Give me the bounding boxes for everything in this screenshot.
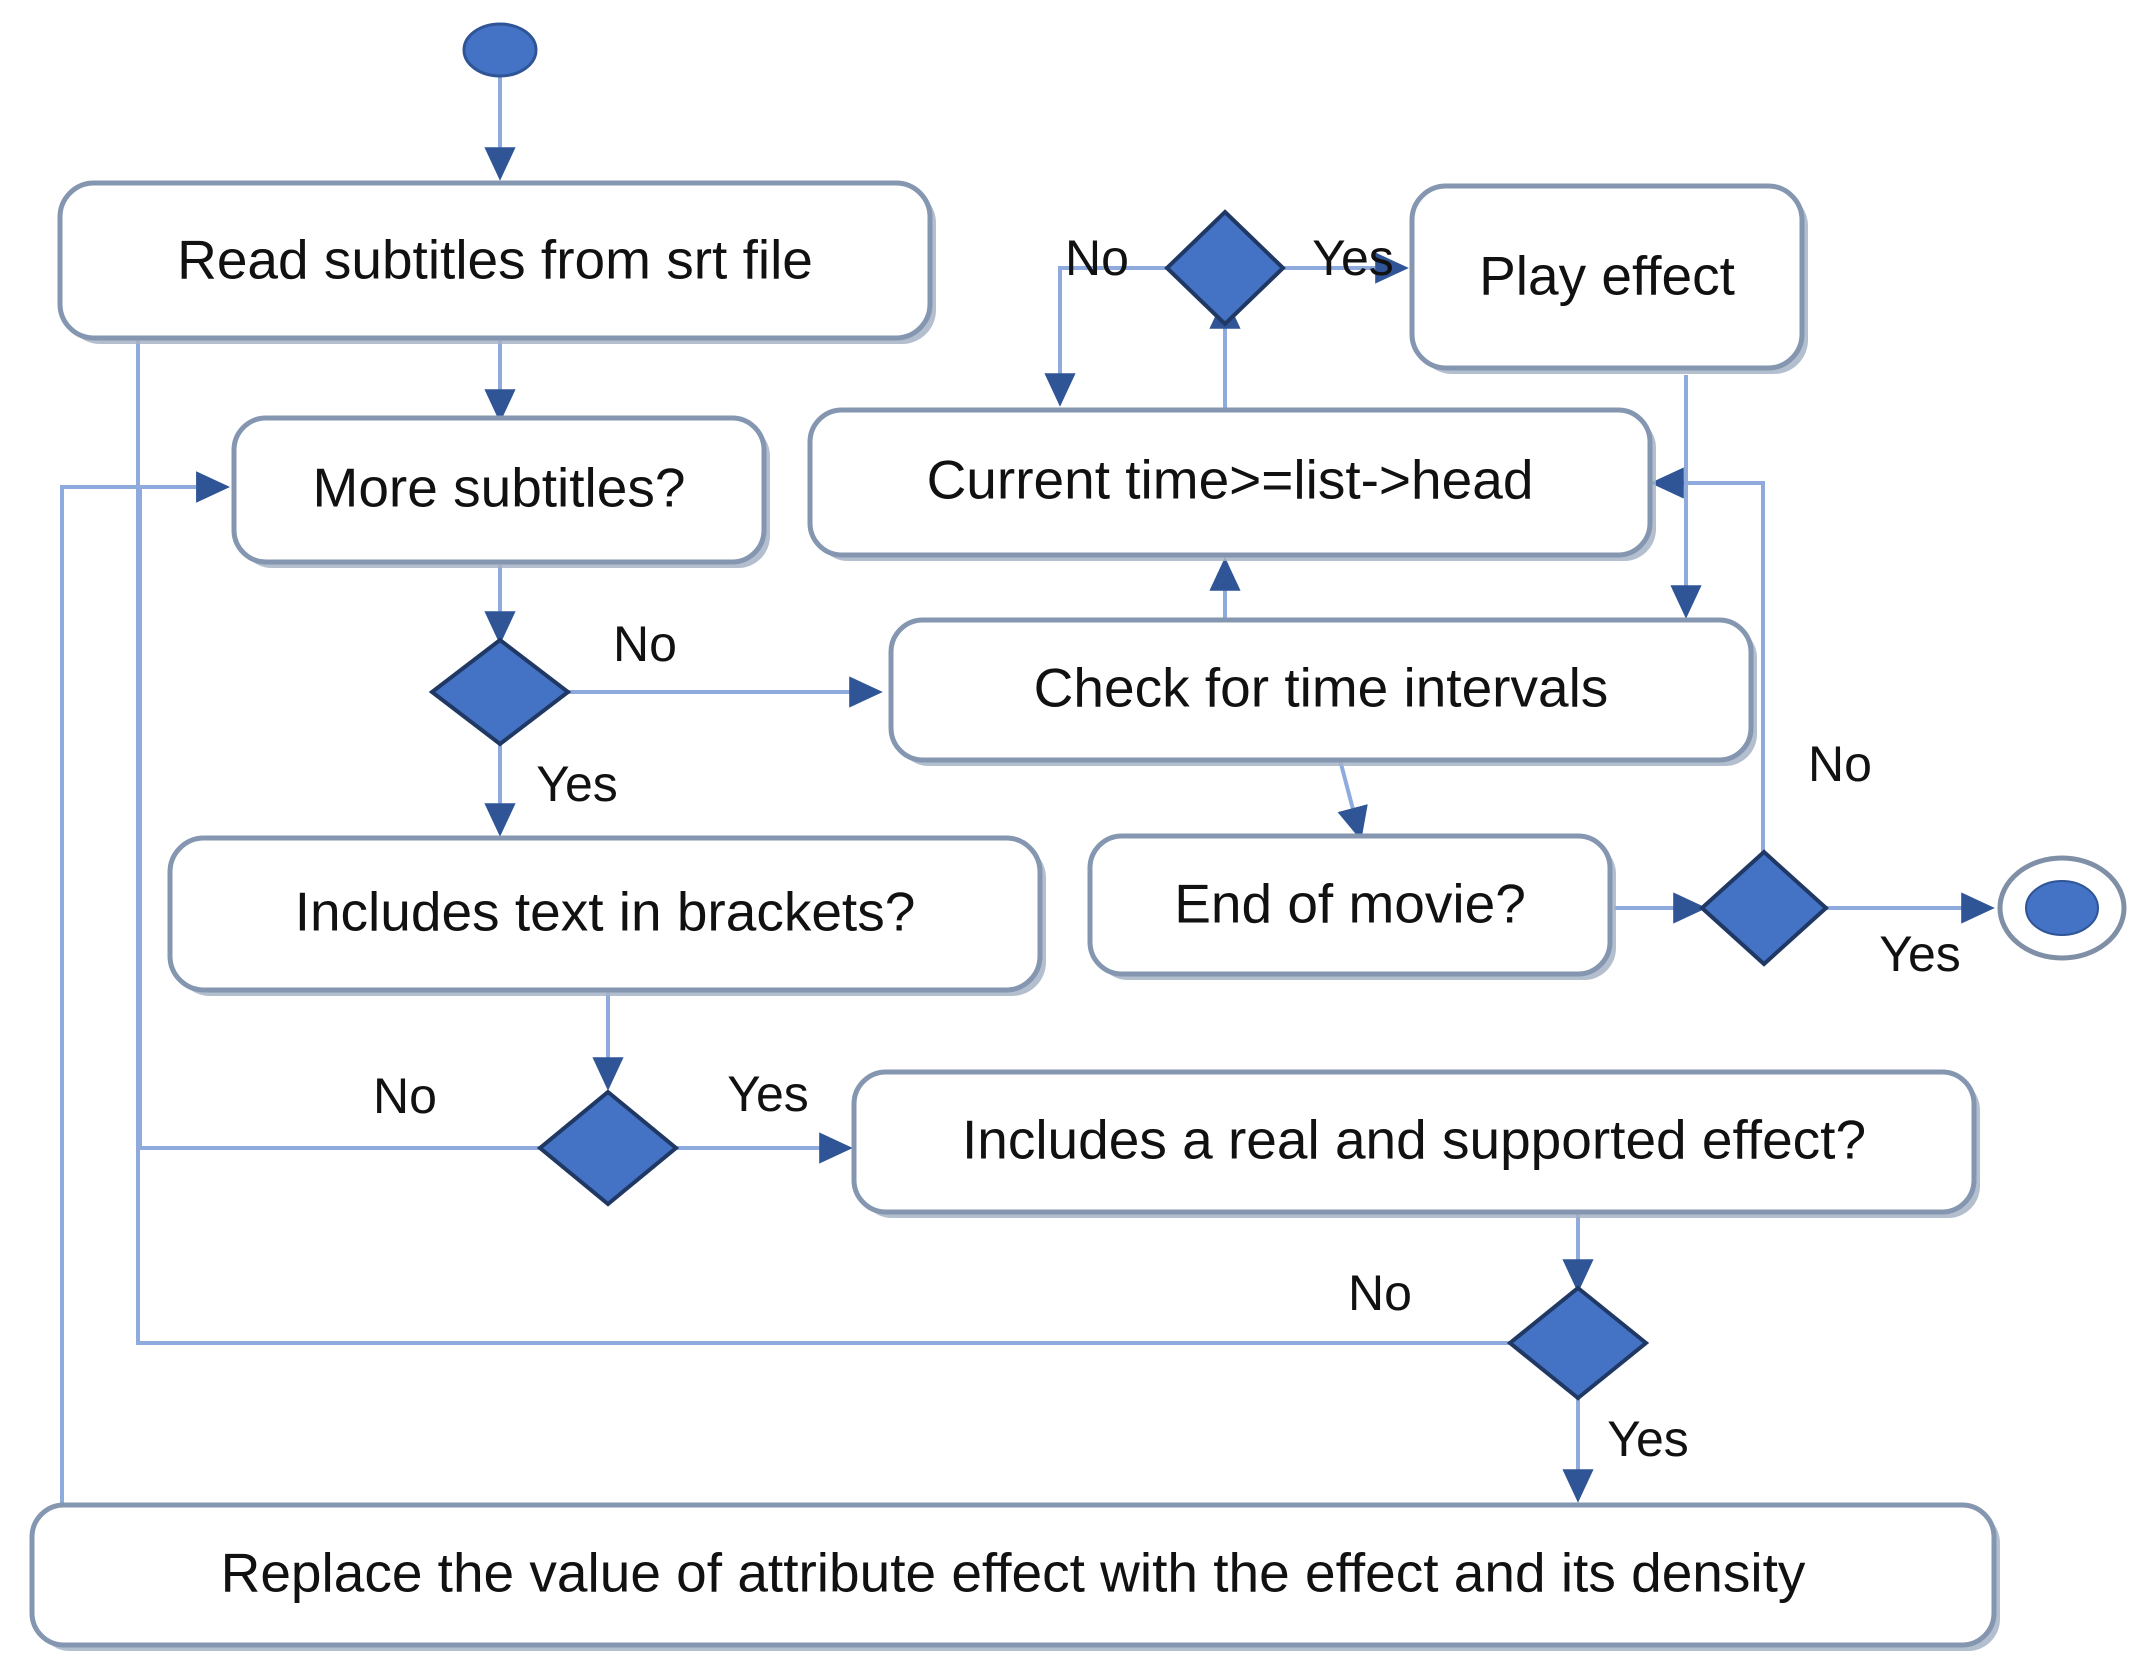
node-replace-attribute-effect[interactable]: Replace the value of attribute effect wi…: [29, 1502, 2000, 1651]
node-play-effect-label: Play effect: [1479, 245, 1735, 307]
decision-end-of-movie[interactable]: [1699, 849, 1829, 967]
edge-dcurtime-no-to-curtime: [1044, 266, 1167, 407]
node-play-effect[interactable]: Play effect: [1409, 183, 1808, 374]
edge-dbrackets-no-to-more: [138, 471, 540, 1150]
node-more-subtitles[interactable]: More subtitles?: [231, 415, 770, 568]
final-node: [1997, 855, 2127, 961]
node-includes-brackets[interactable]: Includes text in brackets?: [167, 835, 1046, 996]
edge-label-supported-no: No: [1348, 1265, 1412, 1321]
node-end-of-movie-label: End of movie?: [1174, 873, 1526, 935]
node-check-time-intervals[interactable]: Check for time intervals: [888, 617, 1757, 766]
decision-supported-effect[interactable]: [1506, 1285, 1650, 1401]
node-read-subtitles-label: Read subtitles from srt file: [177, 229, 813, 291]
edge-label-more-yes: Yes: [536, 756, 618, 812]
decision-includes-brackets[interactable]: [536, 1089, 680, 1207]
node-read-subtitles[interactable]: Read subtitles from srt file: [57, 180, 936, 344]
edge-label-curtime-no: No: [1065, 230, 1129, 286]
edge-label-endmovie-no: No: [1808, 736, 1872, 792]
node-check-time-intervals-label: Check for time intervals: [1034, 657, 1609, 719]
edge-replace-to-more: [60, 471, 230, 1508]
decision-more-subtitles[interactable]: [428, 637, 572, 747]
edge-label-endmovie-yes: Yes: [1879, 926, 1961, 982]
node-current-time-check-label: Current time>=list->head: [927, 449, 1534, 511]
edge-dendmovie-no-to-curtime: [1650, 467, 1765, 852]
edge-label-brackets-no: No: [373, 1068, 437, 1124]
edge-check-to-endmovie: [1337, 759, 1368, 841]
node-current-time-check[interactable]: Current time>=list->head: [807, 407, 1656, 561]
decision-current-time[interactable]: [1164, 209, 1286, 327]
edge-dsupported-no-to-read: [122, 257, 1510, 1345]
node-includes-brackets-label: Includes text in brackets?: [295, 881, 916, 943]
edge-label-more-no: No: [613, 616, 677, 672]
edge-label-curtime-yes: Yes: [1312, 230, 1394, 286]
edge-label-brackets-yes: Yes: [727, 1066, 809, 1122]
node-includes-supported-effect-label: Includes a real and supported effect?: [962, 1109, 1866, 1171]
node-end-of-movie[interactable]: End of movie?: [1087, 833, 1616, 980]
initial-node: [462, 22, 538, 78]
node-replace-attribute-effect-label: Replace the value of attribute effect wi…: [221, 1542, 1806, 1604]
node-more-subtitles-label: More subtitles?: [313, 457, 686, 519]
edge-label-supported-yes: Yes: [1607, 1411, 1689, 1467]
node-includes-supported-effect[interactable]: Includes a real and supported effect?: [851, 1069, 1980, 1218]
